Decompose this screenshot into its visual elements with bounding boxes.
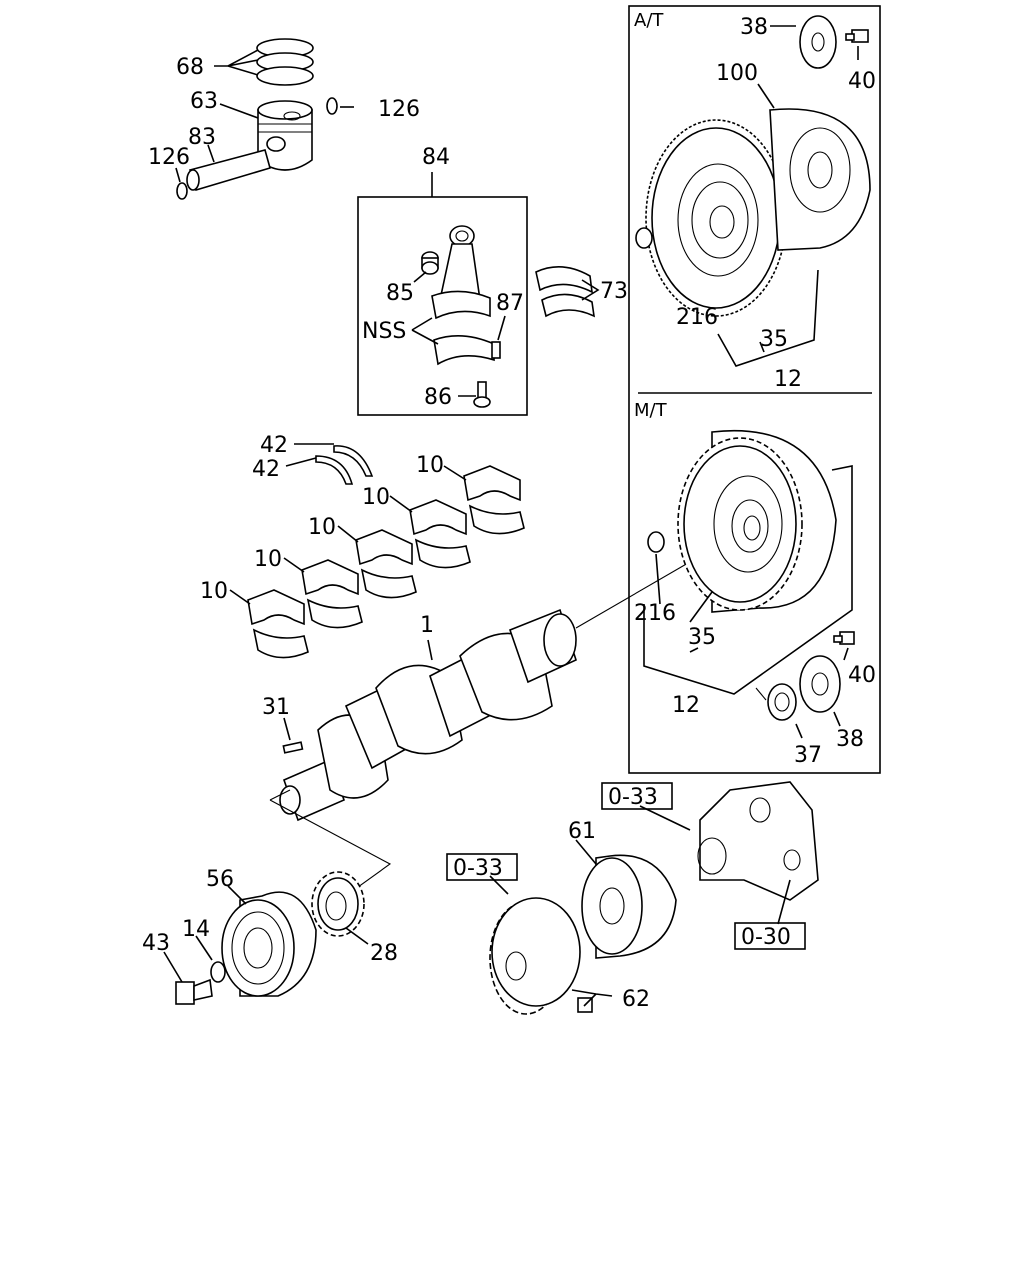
label-at-40: 40	[848, 69, 876, 94]
label-mt-40: 40	[848, 663, 876, 688]
label-83: 83	[188, 125, 216, 150]
label-85: 85	[386, 281, 414, 306]
ref-033-left: 0-33	[453, 856, 503, 881]
label-73: 73	[600, 279, 628, 304]
piston	[257, 100, 313, 171]
fan-clutch-blades	[489, 897, 581, 1015]
label-14: 14	[182, 917, 210, 942]
ref-030: 0-30	[741, 925, 791, 950]
ref-box-030	[734, 922, 806, 950]
label-62: 62	[622, 987, 650, 1012]
piston-pin	[186, 149, 271, 191]
main-bearing-1	[247, 589, 309, 659]
label-10-a: 10	[200, 579, 228, 604]
at-bolt-40	[845, 29, 869, 43]
section-at: A/T	[634, 10, 664, 31]
label-mt-35: 35	[688, 625, 716, 650]
rod-bearing	[535, 266, 595, 318]
ref-box-033-left	[446, 853, 518, 881]
label-28: 28	[370, 941, 398, 966]
label-mt-38: 38	[836, 727, 864, 752]
label-61: 61	[568, 819, 596, 844]
label-1: 1	[420, 613, 434, 638]
label-at-12: 12	[774, 367, 802, 392]
label-68: 68	[176, 55, 204, 80]
label-10-d: 10	[362, 485, 390, 510]
main-bearing-4	[409, 499, 471, 569]
label-at-38: 38	[740, 15, 768, 40]
mt-pilot-bearing	[767, 683, 797, 721]
label-87: 87	[496, 291, 524, 316]
label-nss: NSS	[362, 319, 406, 344]
at-adapter-plate	[769, 108, 871, 251]
water-pump-housing	[697, 781, 819, 901]
label-10-b: 10	[254, 547, 282, 572]
thrust-washer-upper	[333, 445, 374, 477]
snap-ring-left	[176, 182, 188, 200]
label-10-e: 10	[416, 453, 444, 478]
label-126-right: 126	[378, 97, 420, 122]
label-31: 31	[262, 695, 290, 720]
label-10-c: 10	[308, 515, 336, 540]
conrod-box	[357, 196, 528, 416]
mt-bolt-40	[833, 631, 855, 645]
flywheel-panel	[628, 5, 881, 774]
mt-flywheel	[677, 430, 837, 613]
rod-bolt	[473, 381, 491, 408]
label-86: 86	[424, 385, 452, 410]
label-56: 56	[206, 867, 234, 892]
washer	[210, 961, 226, 983]
dowel-pin	[491, 341, 501, 359]
label-42-lower: 42	[252, 457, 280, 482]
at-pilot-bushing	[635, 227, 653, 249]
label-at-35: 35	[760, 327, 788, 352]
label-42-upper: 42	[260, 433, 288, 458]
label-at-216: 216	[676, 305, 718, 330]
snap-ring-right	[326, 97, 338, 115]
pulley-bolt	[175, 978, 213, 1005]
connecting-rod	[431, 225, 495, 366]
label-mt-12: 12	[672, 693, 700, 718]
label-mt-37: 37	[794, 743, 822, 768]
crankshaft	[279, 608, 577, 822]
crank-gear	[311, 871, 365, 937]
small-end-bushing	[421, 251, 439, 275]
label-43: 43	[142, 931, 170, 956]
thrust-washer-lower	[315, 455, 354, 485]
label-mt-216: 216	[634, 601, 676, 626]
label-126-left: 126	[148, 145, 190, 170]
label-at-100: 100	[716, 61, 758, 86]
ref-box-033-top	[601, 782, 673, 810]
label-63: 63	[190, 89, 218, 114]
piston-rings	[256, 38, 314, 86]
at-flexplate	[645, 119, 787, 317]
key	[282, 741, 304, 754]
fan-pulley	[581, 854, 677, 959]
label-84: 84	[422, 145, 450, 170]
main-bearing-3	[355, 529, 417, 599]
at-plate-38	[799, 15, 837, 69]
main-bearing-5	[463, 465, 525, 535]
main-bearing-2	[301, 559, 363, 629]
crank-pulley	[221, 891, 317, 997]
ref-033-top: 0-33	[608, 785, 658, 810]
mt-pilot-bushing	[647, 531, 665, 553]
section-mt: M/T	[634, 400, 668, 421]
mt-plate-38	[799, 655, 841, 713]
